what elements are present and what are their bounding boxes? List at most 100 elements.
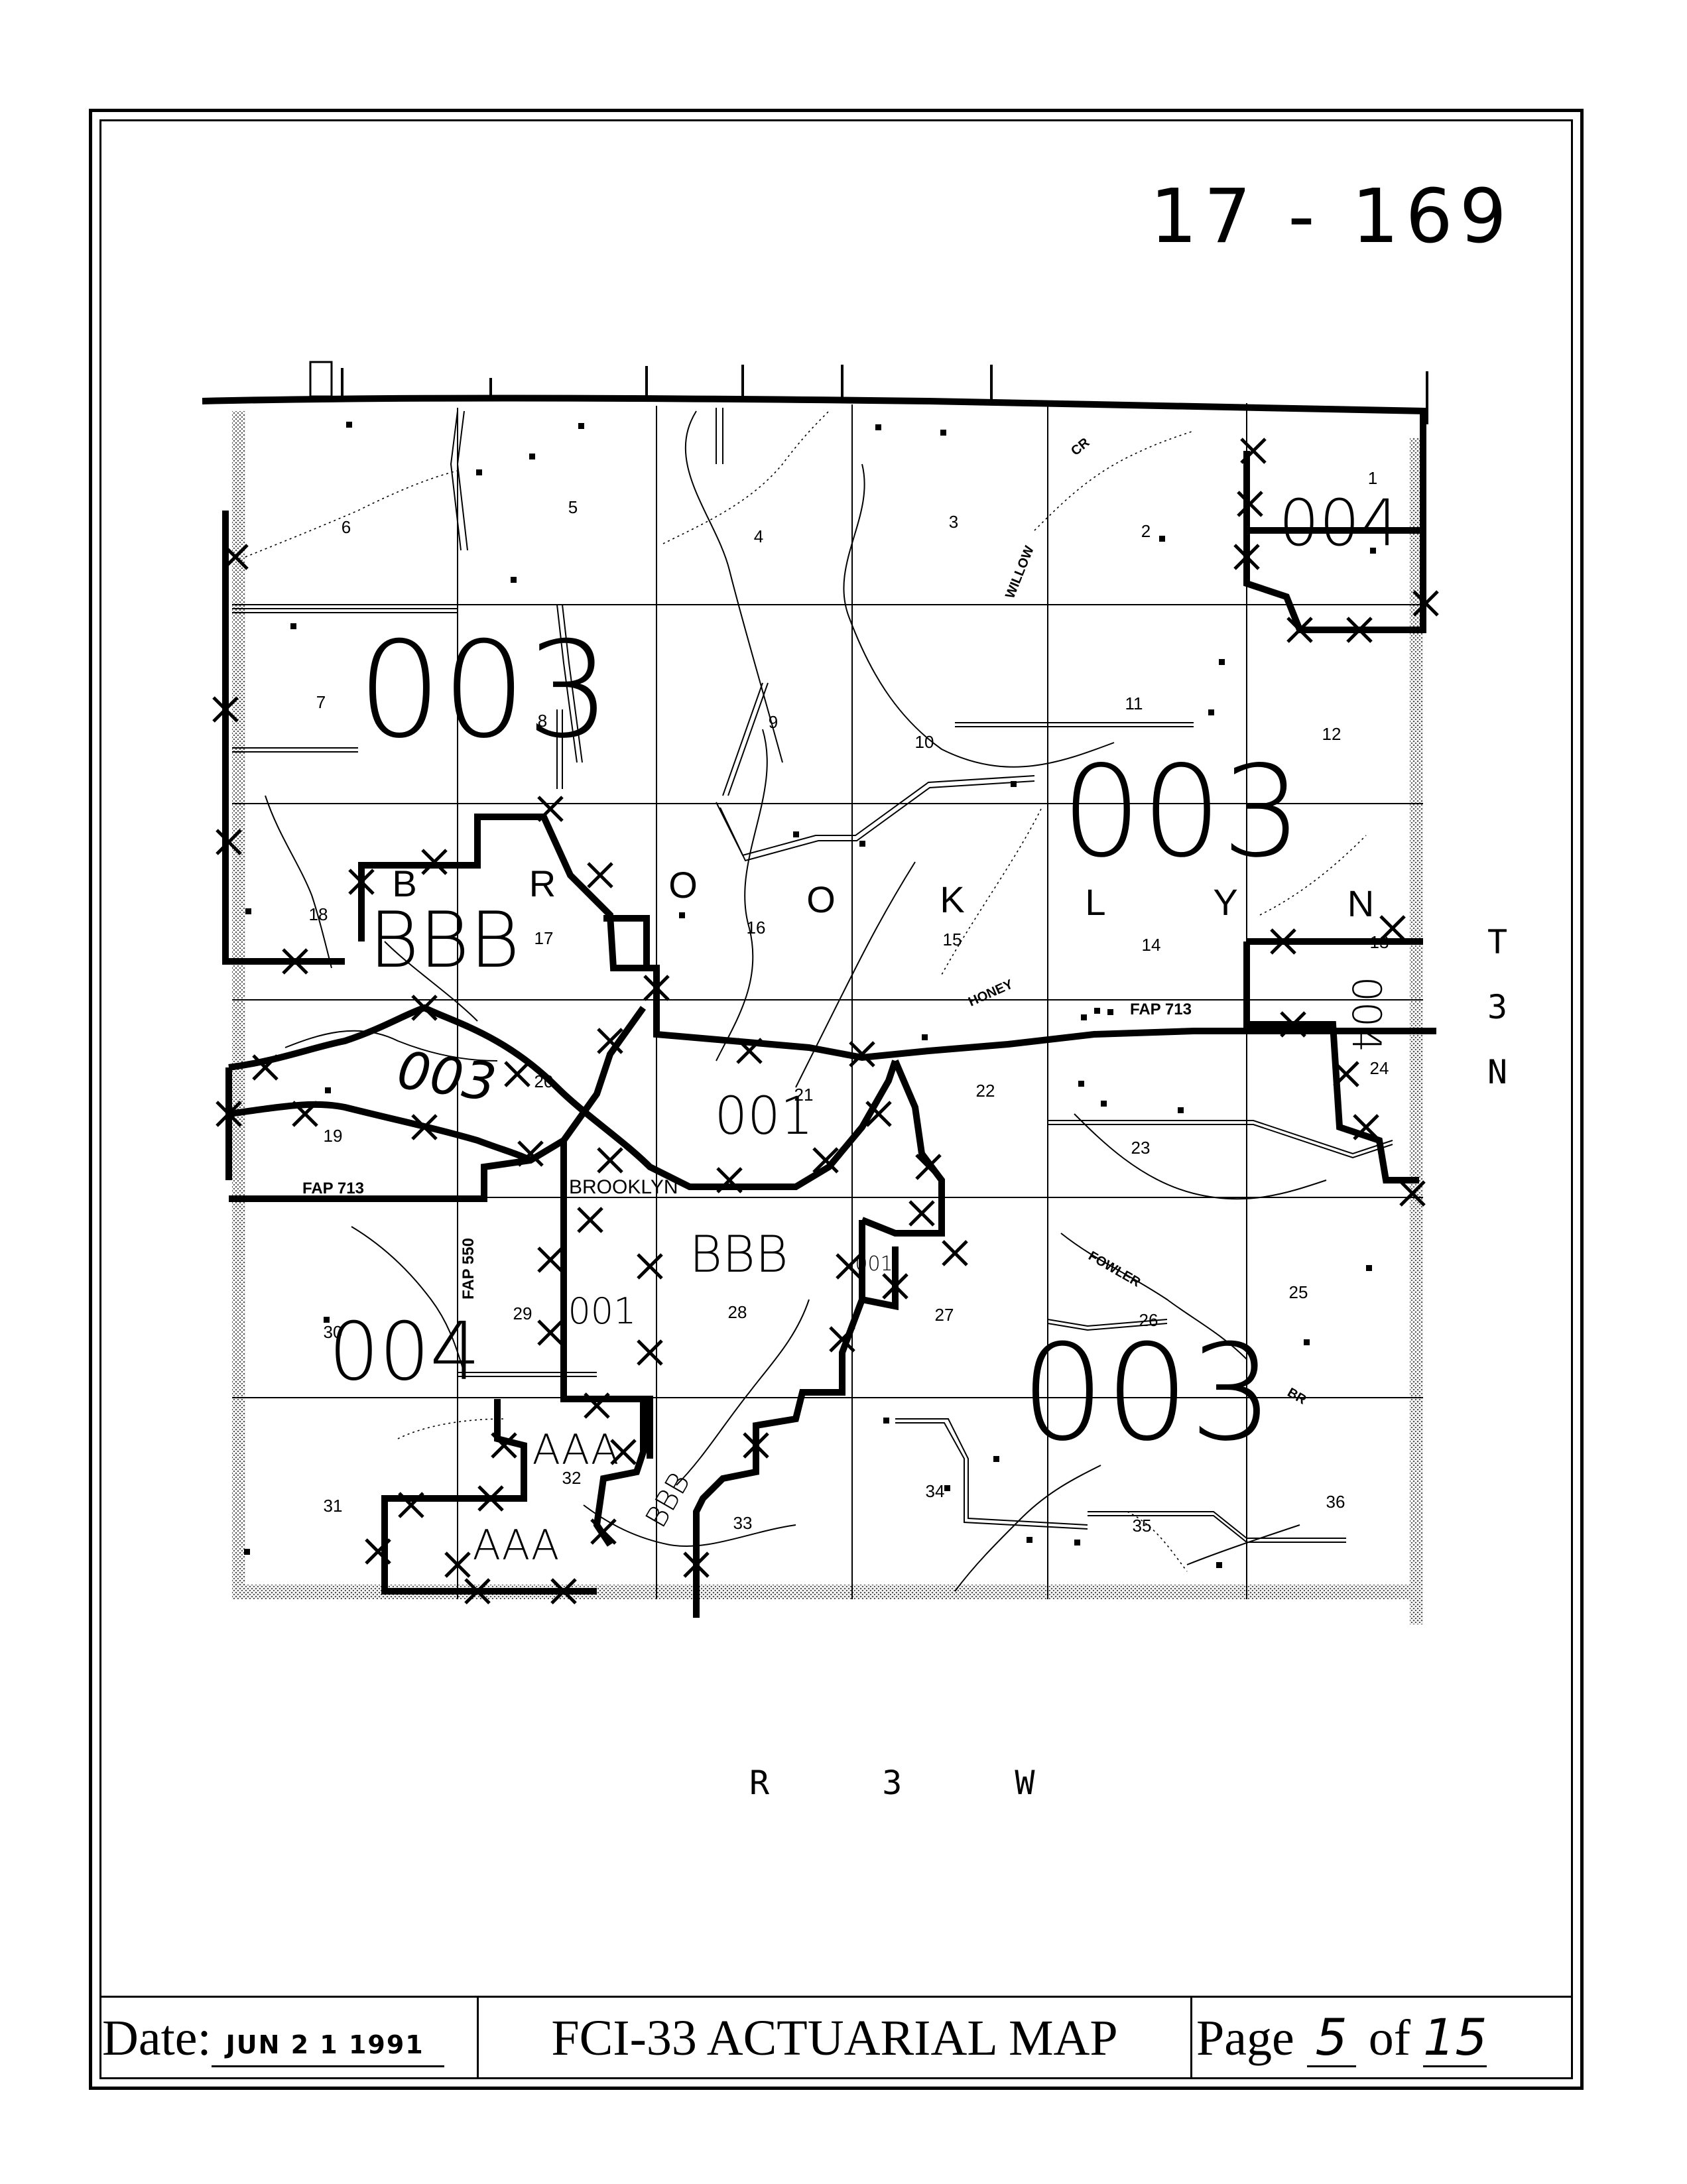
zone-001-south: 001 [568,1290,636,1332]
creek-willow: WILLOW [1003,544,1037,601]
page-total: 15 [1423,2008,1487,2067]
creek-fowler-br: BR [1285,1385,1309,1408]
local-roads [232,408,1393,1543]
township-letter-k: K [940,879,964,920]
section-31: 31 [324,1496,343,1516]
township-letter-r: R [529,863,556,904]
section-26: 26 [1139,1310,1158,1330]
road-fap713-east: FAP 713 [1130,1001,1192,1018]
zone-003-se: 003 [1021,1316,1274,1471]
section-18: 18 [309,904,328,924]
zone-aaa-lower: AAA [473,1521,560,1569]
road-fap550: FAP 550 [460,1238,477,1300]
farmsteads [244,422,1376,1568]
map-title: FCI-33 ACTUARIAL MAP [551,2010,1118,2066]
section-19: 19 [324,1126,343,1146]
section-10: 10 [915,732,934,752]
township-letter-n: N [1347,882,1374,924]
section-21: 21 [794,1085,814,1105]
zone-004-sw: 004 [328,1306,480,1398]
creek-fowler: FOWLER [1086,1248,1144,1290]
section-33: 33 [733,1513,753,1533]
section-1: 1 [1368,468,1377,488]
section-7: 7 [316,692,326,712]
township-name: B R O O K L Y N [392,863,1374,924]
streams-dotted [245,410,1367,1572]
town-brooklyn: BROOKLYN [569,1176,678,1198]
page-label: Page [1196,2010,1294,2066]
zone-003-ne: 003 [1062,739,1302,885]
footer-title-cell: FCI-33 ACTUARIAL MAP [479,1998,1192,2079]
date-underline: JUN 2 1 1991 [211,2010,444,2067]
township-label-3: 3 [1487,988,1508,1026]
section-8: 8 [538,711,547,731]
zone-003-nw: 003 [357,613,611,768]
section-36: 36 [1326,1492,1345,1512]
section-24: 24 [1370,1058,1389,1078]
outer-frame [89,109,1584,2090]
section-12: 12 [1322,724,1342,744]
township-letter-o2: O [806,879,836,920]
section-numbers: 1 2 3 4 5 6 7 8 9 10 11 12 13 14 15 16 1… [309,468,1389,1536]
zone-bbb-center: BBB [689,1225,788,1284]
section-3: 3 [949,512,958,532]
footer-date-cell: Date: JUN 2 1 1991 [99,1998,479,2079]
township-letter-b: B [392,863,416,904]
section-27: 27 [935,1305,954,1325]
west-border-shading [232,411,245,1591]
township-letter-o1: O [668,864,698,906]
section-30: 30 [324,1322,343,1342]
streams [265,410,1327,1592]
section-34: 34 [926,1481,945,1501]
section-29: 29 [513,1304,532,1323]
section-2: 2 [1141,521,1151,541]
zone-codes: 003 003 003 003 004 004 004 001 001 001 … [328,486,1400,1569]
township-label-n: N [1487,1053,1508,1091]
section-4: 4 [754,526,763,546]
section-32: 32 [562,1468,582,1488]
zone-001-small: 001 [855,1252,893,1276]
footer: Date: JUN 2 1 1991 FCI-33 ACTUARIAL MAP … [99,1996,1573,2079]
section-22: 22 [976,1081,995,1101]
map-id: 17 - 169 [1150,174,1513,260]
zone-bbb-north: BBB [369,896,520,985]
township-letter-y: Y [1213,881,1237,923]
section-35: 35 [1133,1516,1152,1536]
zone-003-w: 003 [394,1040,500,1113]
section-28: 28 [728,1302,747,1322]
section-5: 5 [568,497,578,517]
section-16: 16 [747,918,766,938]
township-label-t: T [1487,923,1508,961]
section-23: 23 [1131,1138,1151,1158]
page-number: 5 [1306,2010,1356,2067]
range-label: R 3 W [749,1764,1082,1802]
boundary-x-marks [212,438,1439,1605]
section-6: 6 [342,517,351,537]
road-fap713-west: FAP 713 [302,1180,364,1197]
section-11: 11 [1125,694,1143,713]
section-9: 9 [769,712,778,732]
section-20: 20 [534,1071,554,1091]
zone-001-center: 001 [715,1087,814,1146]
section-17: 17 [534,928,554,948]
north-edge-ticks [341,365,1428,424]
zone-004-ne: 004 [1279,486,1400,560]
page-of-label: of [1368,2010,1411,2066]
township-letter-l: L [1085,881,1105,923]
date-label: Date: [102,2010,212,2066]
creek-willow-cr: CR [1068,435,1093,459]
date-stamp: JUN 2 1 1991 [225,2030,424,2060]
section-13: 13 [1370,932,1389,952]
creek-honey: HONEY [966,977,1016,1009]
section-14: 14 [1142,935,1161,955]
section-25: 25 [1289,1282,1308,1302]
zone-aaa-upper: AAA [532,1426,619,1474]
inner-frame [99,119,1573,2079]
route-shield-25 [309,361,333,398]
zone-boundaries [202,394,1436,1618]
footer-page-cell: Page 5 of 15 [1192,1998,1573,2079]
section-15: 15 [943,930,962,949]
zone-bbb-south: BBB [639,1467,697,1534]
township-label: T 3 N [1477,910,1517,1105]
